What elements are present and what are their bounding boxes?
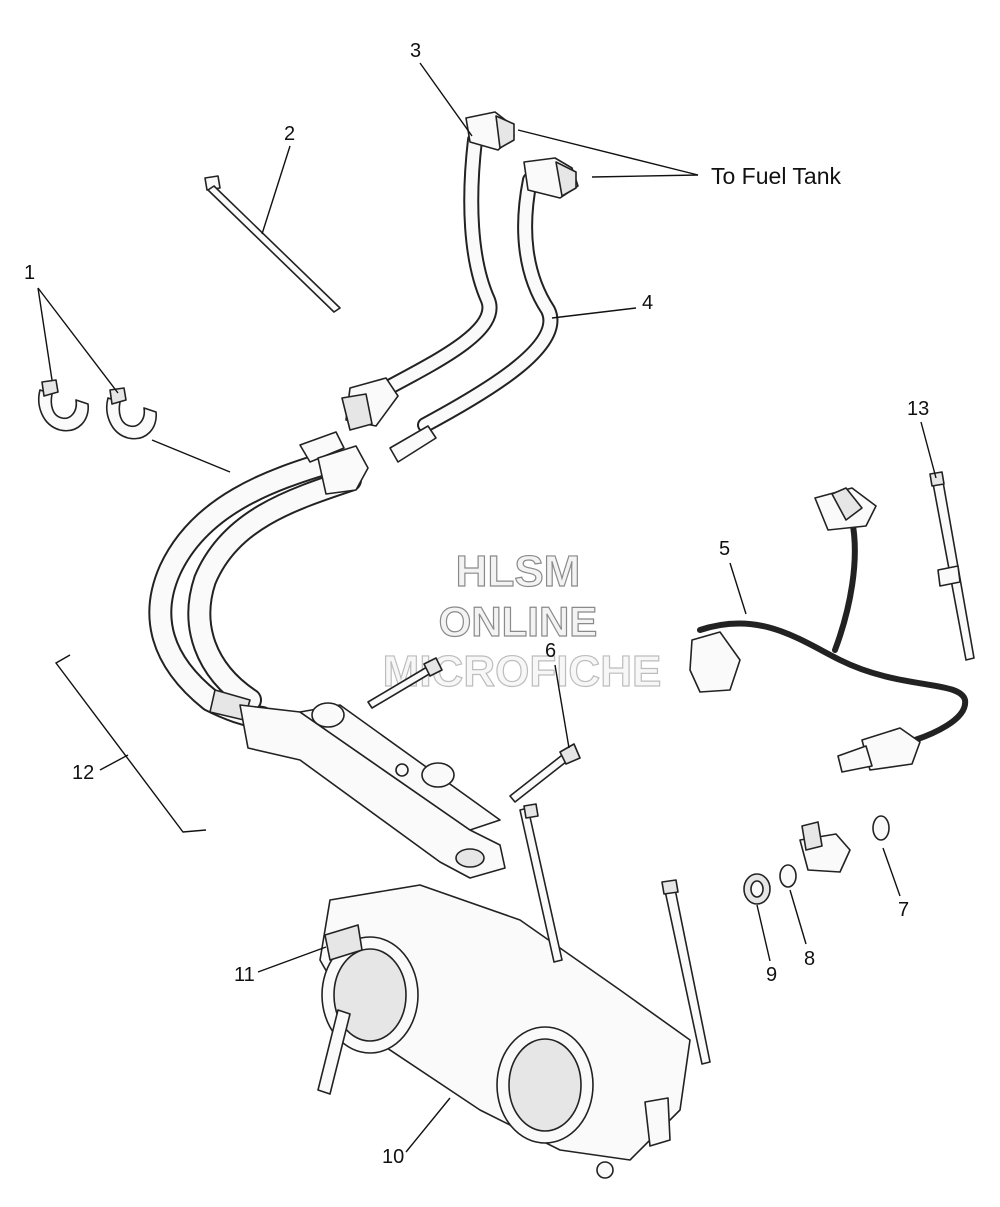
part-13-cable-tie xyxy=(929,471,975,661)
part-3-fuel-hose xyxy=(341,111,515,431)
part-7-o-ring xyxy=(872,815,890,841)
part-11-sensor xyxy=(317,924,363,1095)
callout-7: 7 xyxy=(898,899,909,921)
callout-10: 10 xyxy=(382,1146,404,1168)
callout-8: 8 xyxy=(804,948,815,970)
part-6-bolts xyxy=(367,657,581,803)
callout-2: 2 xyxy=(284,123,295,145)
callout-3: 3 xyxy=(410,40,421,62)
part-4-fuel-hose xyxy=(389,157,579,463)
callout-5: 5 xyxy=(719,538,730,560)
watermark-line-2: ONLINE xyxy=(439,598,598,645)
part-8-o-ring xyxy=(779,864,797,888)
part-9-seal xyxy=(743,873,771,905)
part-12-fuel-rail-assembly xyxy=(148,431,506,879)
watermark-line-1: HLSM xyxy=(456,547,581,596)
part-2-cable-tie xyxy=(204,175,341,313)
part-5-injector-harness xyxy=(689,487,969,773)
callout-1: 1 xyxy=(24,262,35,284)
callout-13: 13 xyxy=(907,398,929,420)
leader-lines xyxy=(37,62,937,1153)
callout-12: 12 xyxy=(72,762,94,784)
callout-11: 11 xyxy=(234,964,255,986)
part-10-throttle-body xyxy=(319,803,711,1179)
to-fuel-tank-note: To Fuel Tank xyxy=(711,163,841,189)
fuel-injector xyxy=(799,821,851,873)
callout-4: 4 xyxy=(642,292,653,314)
part-1-hose-clips xyxy=(38,379,157,440)
callout-6: 6 xyxy=(545,640,556,662)
callout-labels: 1 2 3 4 5 6 7 8 9 10 11 12 13 To Fuel Ta… xyxy=(24,40,929,1168)
callout-9: 9 xyxy=(766,964,777,986)
